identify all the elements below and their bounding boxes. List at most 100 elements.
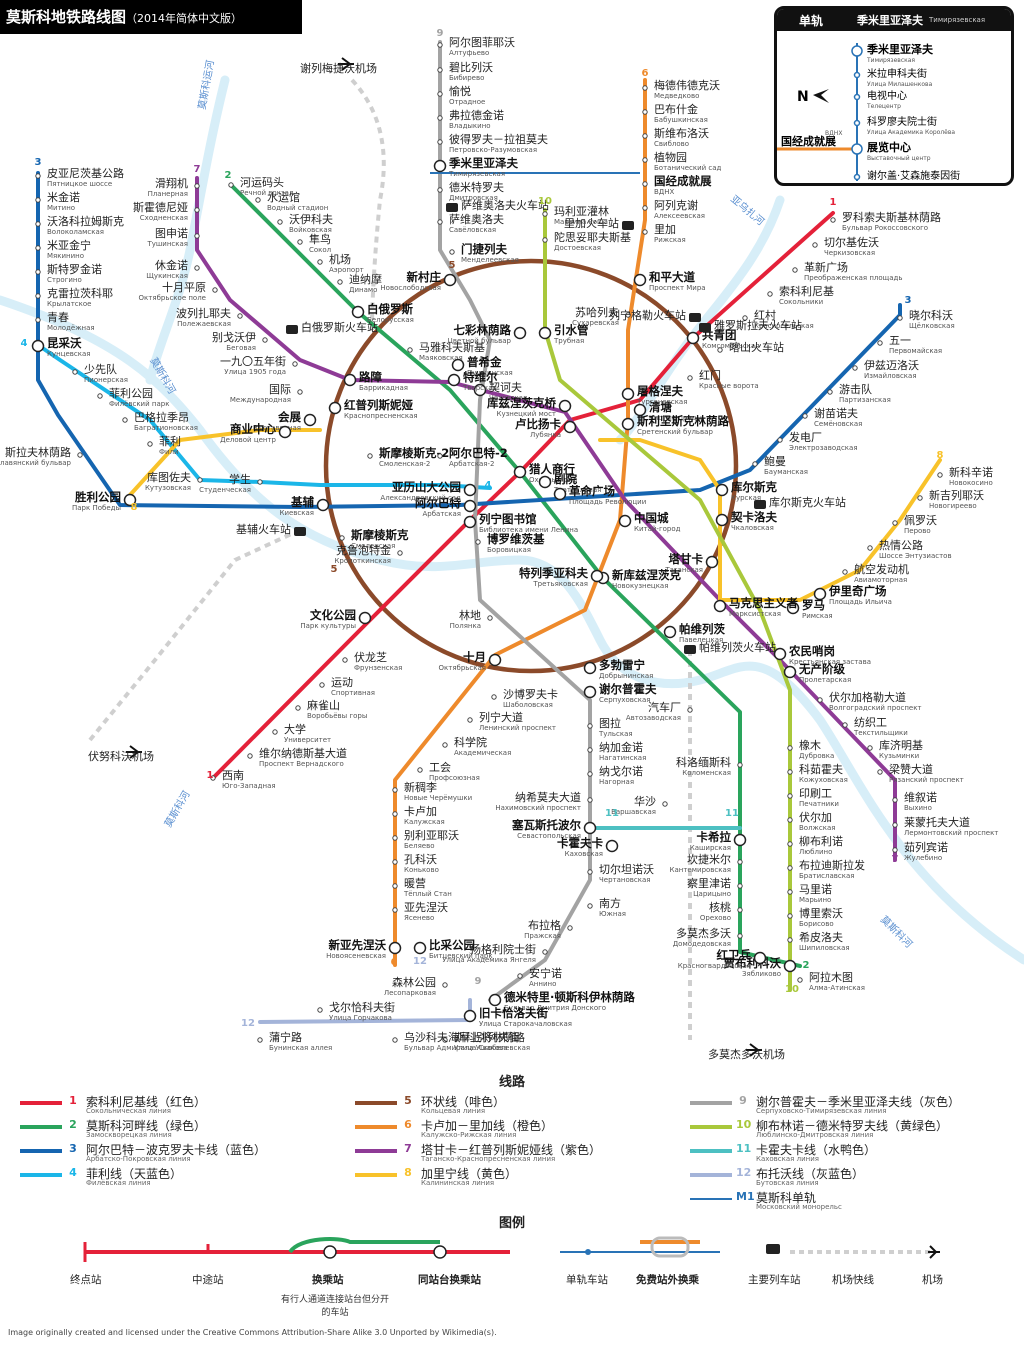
transfer-marker [328, 401, 342, 415]
station-name-ru: Митино [47, 204, 75, 212]
key-free-transfer-label: 免费站外换乘 [636, 1274, 699, 1286]
station-name-ru: Щёлковская [909, 322, 955, 330]
station-name-zh: 五一 [889, 334, 911, 347]
station-name-ru: Арбатская-2 [449, 460, 494, 468]
station-name-zh: 十月 [463, 650, 486, 664]
key-free-transfer-symbol [650, 1236, 690, 1258]
station-name-zh: 米亚金宁 [47, 238, 91, 252]
station-name-zh: 维尔纳德斯基大道 [259, 746, 347, 760]
credit-text: Image originally created and licensed un… [8, 1328, 497, 1337]
station-marker [842, 569, 848, 575]
station-name-zh: 愉悦 [449, 84, 471, 98]
station-name-ru: Севастопольская [517, 832, 581, 840]
station-name-zh: 白俄罗斯火车站 [301, 320, 378, 334]
station-marker [297, 389, 303, 395]
station-name-ru: Фили [159, 448, 179, 456]
monorail-station-name-ru: Тимирязевская [866, 57, 915, 64]
station-marker [194, 183, 200, 189]
station-name-ru: Смоленская [351, 542, 395, 550]
station-name-zh: 文化公园 [310, 608, 356, 622]
station-marker [767, 291, 773, 297]
transfer-marker [351, 305, 365, 319]
station-name-ru: Люблино [799, 848, 832, 856]
station-name-ru: Сухаревская [572, 319, 619, 327]
station-name-ru: Улица Горчакова [329, 1014, 392, 1022]
station-marker [397, 550, 403, 556]
legend-color-swatch [355, 1173, 397, 1177]
station-marker [72, 369, 78, 375]
station-name-ru: Таганская [664, 566, 703, 574]
station-marker [867, 745, 873, 751]
transfer-marker [488, 993, 502, 1007]
station-name-ru: Партизанская [839, 396, 891, 404]
train-icon [622, 221, 634, 230]
station-name-ru: Шоссе Энтузиастов [879, 552, 952, 560]
station-name-zh: 共青团 [702, 328, 737, 342]
station-name-ru: Царицыно [693, 890, 731, 898]
station-name-zh: 彼得罗夫－拉祖莫夫 [449, 132, 548, 146]
legend-color-swatch [20, 1149, 62, 1153]
station-marker [742, 315, 748, 321]
station-name-zh: 别利亚耶沃 [404, 829, 459, 842]
station-name-zh: 亚先涅沃 [404, 900, 448, 914]
station-name-zh: 植物园 [654, 150, 687, 164]
legend-line-name: 谢尔普霍夫－季米里亚泽夫线（灰色） [756, 1095, 961, 1109]
station-name-ru: Калужская [404, 818, 445, 826]
station-marker [437, 219, 443, 225]
station-marker [277, 219, 283, 225]
station-marker [367, 453, 373, 459]
airport: 谢列梅捷沃机场 [300, 57, 377, 75]
transfer-marker [31, 339, 45, 353]
station-marker [737, 762, 743, 768]
legend-line-number: 6 [404, 1118, 412, 1131]
line-number-badge: 5 [449, 260, 456, 271]
station-marker [292, 361, 298, 367]
station-name-zh: 马雅科夫斯基 [419, 340, 485, 354]
station-name-ru: Алтуфьево [449, 49, 489, 57]
legend-line-name-ru: Каховская линия [756, 1155, 819, 1163]
transfer-marker [563, 420, 577, 434]
monorail-station-name: 电视中心 [867, 89, 907, 102]
station-name-ru: Марьино [799, 896, 831, 904]
transfer-marker [513, 326, 527, 340]
airport-name: 伏努科沃机场 [88, 749, 154, 763]
station-name-zh: 新科辛诺 [949, 465, 993, 479]
transfer-marker [583, 685, 597, 699]
line-number-badge: 4 [485, 480, 492, 491]
line-number-badge: 11 [605, 808, 619, 819]
station-name-ru: Лубянка [530, 431, 561, 439]
station-name-zh: 斯维布洛沃 [654, 126, 709, 140]
station-name-ru: Киевская [279, 509, 314, 517]
station-marker [467, 717, 473, 723]
station-name-ru: Сходненская [140, 214, 188, 222]
station-name-zh: 清塘 [649, 400, 672, 414]
north-arrow-icon [813, 89, 829, 103]
train-icon [754, 500, 766, 509]
station-name-zh: 阿尔巴特-2 [449, 446, 508, 460]
station-name-ru: Кузьминки [879, 752, 919, 760]
station-name-zh: 十月平原 [162, 280, 206, 294]
station-name-ru: Электрозаводская [789, 444, 858, 452]
station-name-zh: 游击队 [839, 382, 872, 396]
